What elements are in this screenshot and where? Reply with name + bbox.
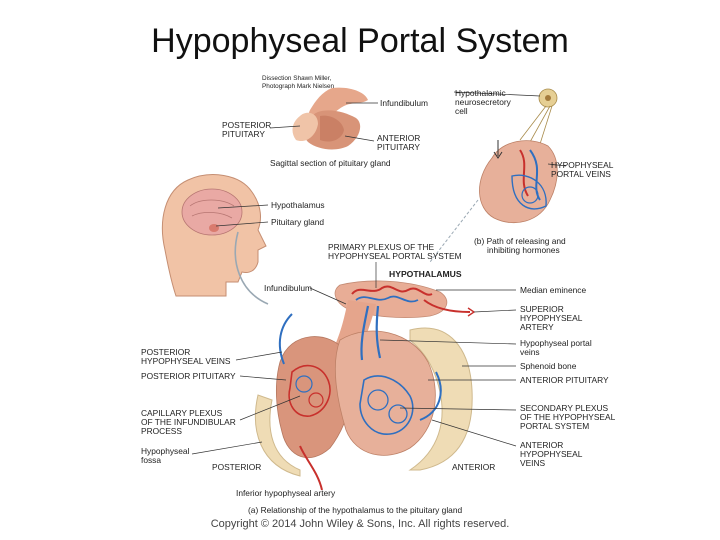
neurosecretory-cell-label-1: Hypothalamic xyxy=(455,88,506,98)
portal-veins-a-label-1: Hypophyseal portal xyxy=(520,338,592,348)
panel-b-caption-1: (b) Path of releasing and xyxy=(474,236,566,246)
secondary-plexus-label-1: SECONDARY PLEXUS xyxy=(520,403,609,413)
capillary-plexus-label-2: OF THE INFUNDIBULAR xyxy=(141,417,236,427)
median-eminence-label: Median eminence xyxy=(520,285,586,295)
photo-credit-line1: Dissection Shawn Miller, xyxy=(262,75,331,82)
inferior-artery-label: Inferior hypophyseal artery xyxy=(236,488,336,498)
panel-a-caption: (a) Relationship of the hypothalamus to … xyxy=(248,505,462,515)
superior-artery-label-3: ARTERY xyxy=(520,322,554,332)
anterior-pituitary-photo-label-1: ANTERIOR xyxy=(377,133,420,143)
fossa-label-2: fossa xyxy=(141,455,161,465)
capillary-plexus-label-1: CAPILLARY PLEXUS xyxy=(141,408,223,418)
panel-a-diagram xyxy=(254,280,476,491)
portal-veins-a-label-2: veins xyxy=(520,347,540,357)
superior-artery-label-1: SUPERIOR xyxy=(520,304,564,314)
pituitary-gland-head-label: Pituitary gland xyxy=(271,217,324,227)
panel-b-caption-2: inhibiting hormones xyxy=(487,245,560,255)
anterior-veins-label-1: ANTERIOR xyxy=(520,440,563,450)
primary-plexus-label-2: HYPOPHYSEAL PORTAL SYSTEM xyxy=(328,251,462,261)
infundibulum-a-label: Infundibulum xyxy=(264,283,312,293)
sphenoid-bone-label: Sphenoid bone xyxy=(520,361,577,371)
sagittal-section-photo xyxy=(292,87,368,150)
secondary-plexus-label-3: PORTAL SYSTEM xyxy=(520,421,589,431)
primary-plexus-label-1: PRIMARY PLEXUS OF THE xyxy=(328,242,435,252)
photo-credit-line2: Photograph Mark Nielsen xyxy=(262,83,335,90)
panel-b-inset xyxy=(479,88,558,224)
hypothalamus-head-label: Hypothalamus xyxy=(271,200,325,210)
anterior-direction-label: ANTERIOR xyxy=(452,462,495,472)
posterior-veins-label-2: HYPOPHYSEAL VEINS xyxy=(141,356,231,366)
anterior-pituitary-a-label: ANTERIOR PITUITARY xyxy=(520,375,609,385)
sagittal-caption: Sagittal section of pituitary gland xyxy=(270,158,391,168)
posterior-pituitary-photo-label-2: PITUITARY xyxy=(222,129,265,139)
capillary-plexus-label-3: PROCESS xyxy=(141,426,182,436)
neurosecretory-cell-label-3: cell xyxy=(455,106,468,116)
anterior-veins-label-3: VEINS xyxy=(520,458,546,468)
hypothalamus-a-label: HYPOTHALAMUS xyxy=(389,269,462,279)
neurosecretory-cell-label-2: neurosecretory xyxy=(455,97,512,107)
page-title: Hypophyseal Portal System xyxy=(151,22,569,60)
posterior-veins-label-1: POSTERIOR xyxy=(141,347,190,357)
head-profile xyxy=(161,174,267,297)
anterior-pituitary-photo-label-2: PITUITARY xyxy=(377,142,420,152)
portal-veins-b-label-1: HYPOPHYSEAL xyxy=(551,160,614,170)
secondary-plexus-label-2: OF THE HYPOPHYSEAL xyxy=(520,412,616,422)
superior-artery-label-2: HYPOPHYSEAL xyxy=(520,313,583,323)
fossa-label-1: Hypophyseal xyxy=(141,446,190,456)
portal-veins-b-label-2: PORTAL VEINS xyxy=(551,169,611,179)
posterior-direction-label: POSTERIOR xyxy=(212,462,261,472)
copyright-notice: Copyright © 2014 John Wiley & Sons, Inc.… xyxy=(210,518,510,530)
posterior-pituitary-photo-label-1: POSTERIOR xyxy=(222,120,271,130)
infundibulum-photo-label: Infundibulum xyxy=(380,98,428,108)
anterior-veins-label-2: HYPOPHYSEAL xyxy=(520,449,583,459)
posterior-pituitary-a-label: POSTERIOR PITUITARY xyxy=(141,371,236,381)
